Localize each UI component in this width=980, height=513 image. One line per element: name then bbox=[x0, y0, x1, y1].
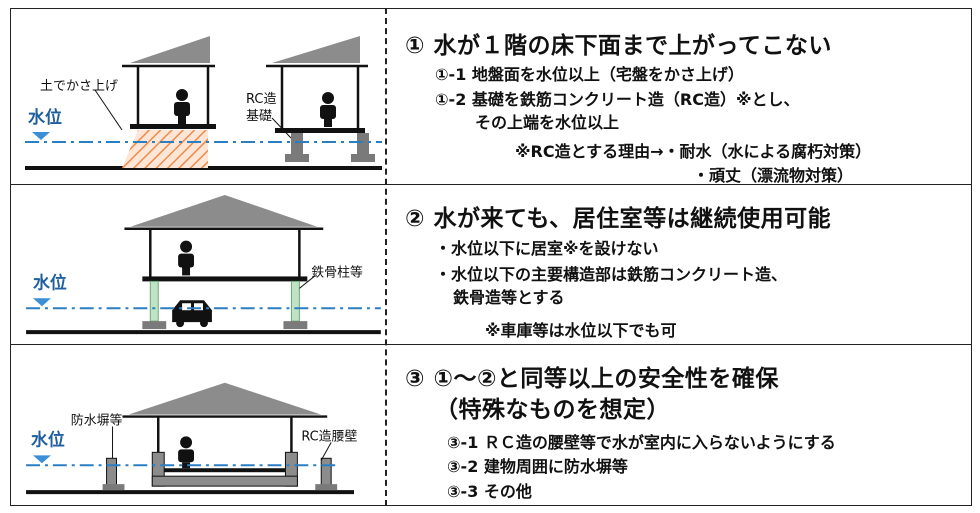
row1-heading: ① 水が１階の床下面まで上がってこない bbox=[405, 33, 832, 59]
rc-foundation-right bbox=[357, 133, 369, 155]
raised-ground-hatch bbox=[122, 130, 208, 168]
flood-wall-right bbox=[320, 457, 332, 487]
car-icon bbox=[172, 300, 212, 328]
row1-text: ① 水が１階の床下面まで上がってこない ①-1 地盤面を水位以上（宅盤をかさ上げ… bbox=[405, 8, 972, 185]
person-icon bbox=[180, 436, 193, 449]
row-2: 水位 鉄骨柱等 ② 水が来ても、居住室等は継続使用可能 ・水位以下に居室※を設け… bbox=[10, 184, 972, 344]
flood-wall-left bbox=[106, 457, 117, 487]
row2-line1: ・水位以下に居室※を設けない bbox=[435, 239, 659, 258]
row1-illustration: 水位 土でかさ上げ RC造 基礎 bbox=[10, 8, 385, 184]
row1-line5: ・頑丈（漂流物対策） bbox=[693, 166, 854, 185]
row2-line4: ※車庫等は水位以下でも可 bbox=[485, 321, 677, 340]
row-3: 水位 防水塀等 RC造腰壁 ③ ①～②と同等以上の安全性を確保 （特殊なものを想… bbox=[10, 344, 972, 506]
rc-foundation-left bbox=[291, 133, 303, 155]
row2-heading: ② 水が来ても、居住室等は継続使用可能 bbox=[405, 206, 832, 232]
row2-line2: ・水位以下の主要構造部は鉄筋コンクリート造、 bbox=[435, 265, 788, 284]
person-b-icon bbox=[322, 92, 334, 104]
roof bbox=[128, 382, 322, 415]
person-icon bbox=[180, 240, 193, 253]
steel-column-left bbox=[149, 280, 159, 322]
rc-wall-base bbox=[151, 475, 298, 487]
roof-b bbox=[272, 36, 360, 63]
row3-heading-line2: （特殊なものを想定） bbox=[435, 397, 670, 423]
row3-text: ③ ①～②と同等以上の安全性を確保 （特殊なものを想定） ③-1 ＲＣ造の腰壁等… bbox=[405, 345, 972, 506]
water-level-label: 水位 bbox=[33, 272, 67, 292]
flood-wall-label: 防水塀等 bbox=[71, 413, 123, 429]
water-level-label: 水位 bbox=[31, 429, 65, 449]
steel-column-label: 鉄骨柱等 bbox=[311, 264, 363, 280]
row1-svg: 水位 土でかさ上げ RC造 基礎 bbox=[25, 36, 382, 170]
row3-illustration: 水位 防水塀等 RC造腰壁 bbox=[10, 345, 385, 506]
row3-line1: ③-1 ＲＣ造の腰壁等で水が室内に入らないようにする bbox=[447, 433, 836, 452]
person-a-icon bbox=[176, 89, 188, 101]
row2-illustration: 水位 鉄骨柱等 bbox=[10, 185, 385, 344]
row1-line3: その上端を水位以上 bbox=[475, 113, 620, 132]
water-level-label: 水位 bbox=[28, 107, 62, 128]
rc-label-2: 基礎 bbox=[246, 109, 272, 124]
column-divider bbox=[385, 8, 387, 506]
row2-svg: 水位 鉄骨柱等 bbox=[26, 194, 381, 335]
row3-heading-line1: ③ ①～②と同等以上の安全性を確保 bbox=[405, 366, 779, 392]
row-1: 水位 土でかさ上げ RC造 基礎 ① 水が１階の床下面まで上がってこない ①-1… bbox=[10, 8, 972, 185]
row1-line1: ①-1 地盤面を水位以上（宅盤をかさ上げ） bbox=[435, 65, 744, 84]
row3-line2: ③-2 建物周囲に防水塀等 bbox=[447, 457, 628, 476]
raised-ground-label: 土でかさ上げ bbox=[40, 79, 118, 94]
steel-column-right bbox=[290, 280, 300, 322]
rc-wall-label: RC造腰壁 bbox=[301, 429, 357, 444]
row1-line4: ※RC造とする理由→・耐水（水による腐朽対策） bbox=[515, 142, 872, 161]
raised-ground-leader bbox=[94, 89, 123, 131]
row2-line3: 鉄骨造等とする bbox=[453, 288, 565, 307]
roof bbox=[130, 194, 318, 227]
roof-a bbox=[130, 36, 210, 63]
diagram-frame bbox=[10, 8, 972, 506]
water-level-marker bbox=[33, 298, 51, 307]
water-level-marker bbox=[33, 455, 51, 464]
water-level-marker bbox=[32, 132, 50, 140]
row2-text: ② 水が来ても、居住室等は継続使用可能 ・水位以下に居室※を設けない ・水位以下… bbox=[405, 185, 972, 344]
row3-svg: 水位 防水塀等 RC造腰壁 bbox=[26, 382, 358, 495]
row1-line2: ①-2 基礎を鉄筋コンクリート造（RC造）※とし、 bbox=[435, 90, 800, 109]
row3-line3: ③-3 その他 bbox=[447, 482, 532, 501]
rc-label-1: RC造 bbox=[246, 92, 276, 107]
